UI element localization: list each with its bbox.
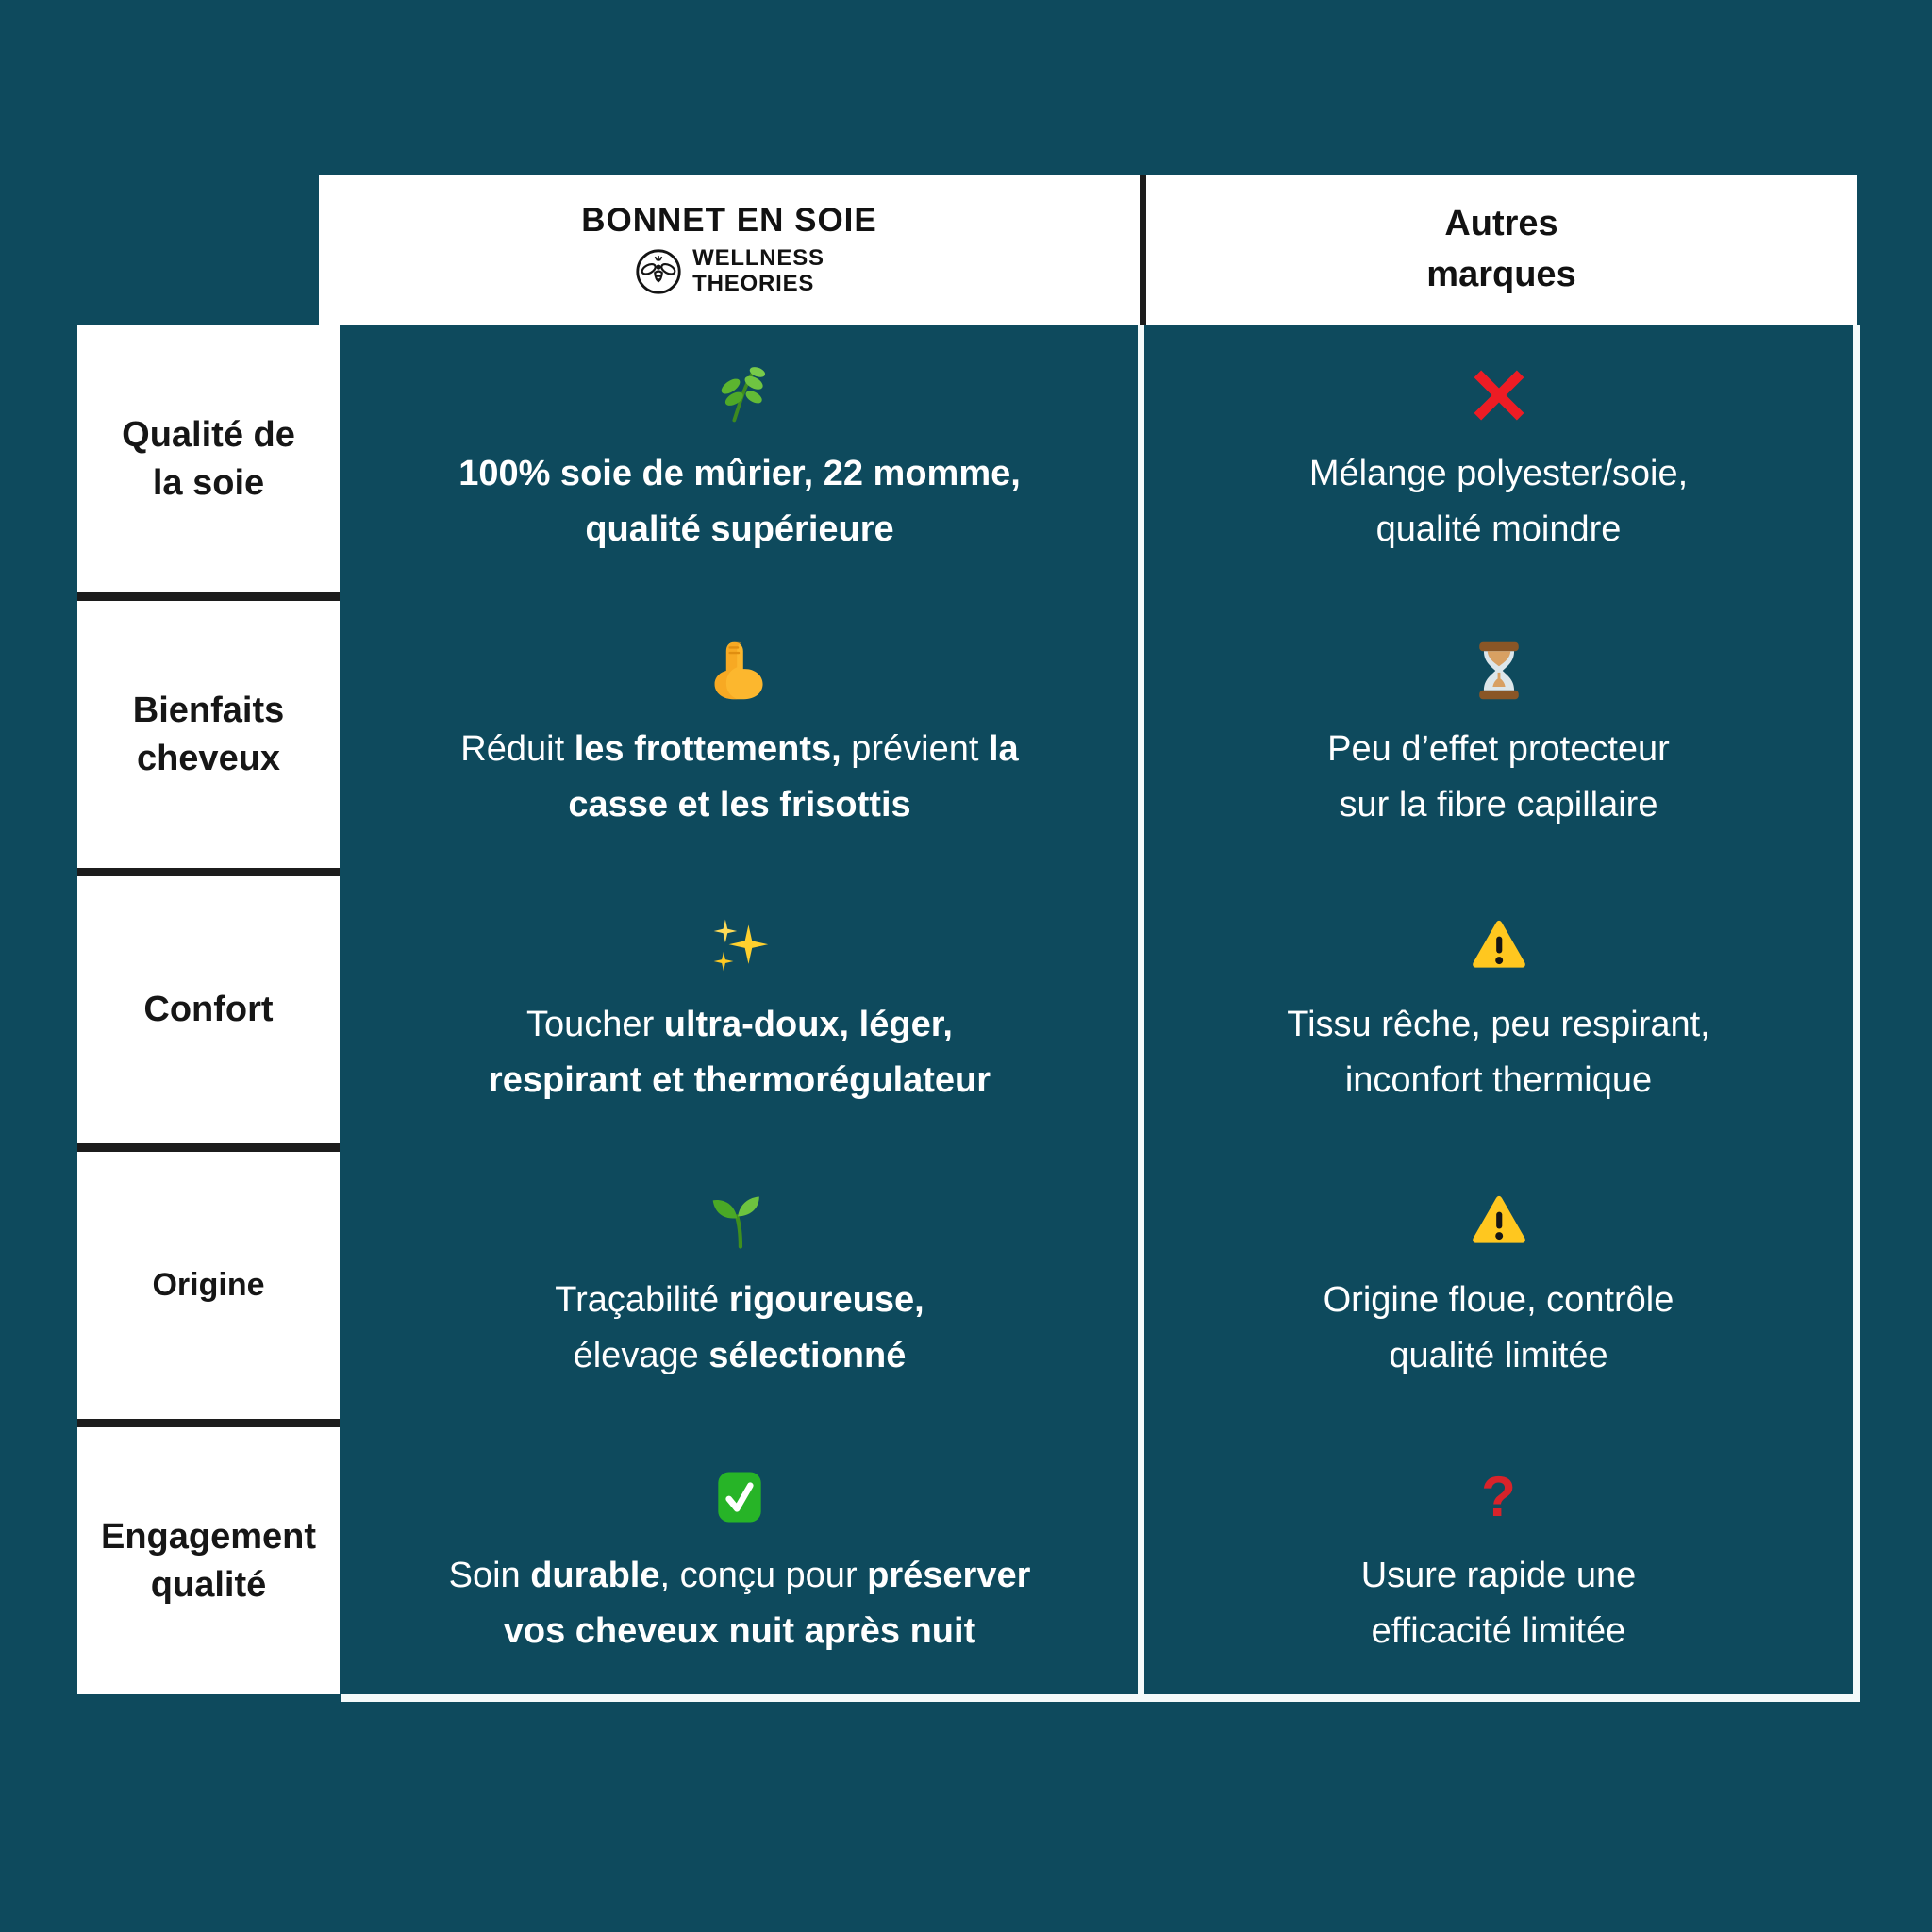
row-label-line: qualité — [150, 1564, 267, 1605]
cell-text: Mélange polyester/soie,qualité moindre — [1308, 453, 1689, 549]
cell-text: 100% soie de mûrier, 22 momme,qualité su… — [458, 453, 1021, 549]
cross-mark-icon — [1467, 361, 1531, 429]
row-label-line: Confort — [143, 990, 274, 1030]
brand-line1: WELLNESS — [692, 245, 824, 272]
header-product-column: BONNET EN SOIE WELLNESS THEORIES — [319, 175, 1140, 325]
row-label-engagement-qualite: Engagement qualité — [77, 1427, 340, 1694]
warning-icon — [1467, 1188, 1531, 1256]
seedling-icon — [708, 1188, 772, 1256]
question-mark-icon: ? — [1481, 1464, 1516, 1528]
product-column: 100% soie de mûrier, 22 momme,qualité su… — [341, 325, 1138, 1694]
table-bottom-border — [341, 1694, 1860, 1702]
product-column-title: BONNET EN SOIE — [581, 202, 877, 240]
row-label-origine: Origine — [77, 1152, 340, 1419]
flexed-biceps-icon — [708, 637, 772, 705]
sparkles-icon — [708, 912, 772, 980]
warning-icon — [1467, 912, 1531, 980]
row-label-bienfaits-cheveux: Bienfaits cheveux — [77, 601, 340, 868]
header-others-column: Autres marques — [1146, 175, 1857, 325]
brand-line2: THEORIES — [692, 271, 815, 296]
others-cell-confort: Tissu rêche, peu respirant,inconfort the… — [1144, 876, 1853, 1143]
cell-text: Traçabilité rigoureuse,élevage sélection… — [555, 1279, 924, 1375]
row-label-line: Origine — [152, 1267, 265, 1304]
hourglass-icon — [1467, 637, 1531, 705]
row-label-line: la soie — [152, 462, 265, 503]
row-label-line: cheveux — [136, 738, 281, 778]
herb-icon — [708, 361, 772, 429]
row-label-qualite-soie: Qualité de la soie — [77, 325, 340, 592]
others-column-title-line1: Autres — [1444, 203, 1558, 243]
bee-logo-icon — [634, 247, 683, 296]
product-cell-qualite-soie: 100% soie de mûrier, 22 momme,qualité su… — [341, 325, 1138, 592]
column-divider-line — [1138, 325, 1144, 1702]
row-label-confort: Confort — [77, 876, 340, 1143]
check-mark-icon — [708, 1463, 772, 1531]
others-cell-qualite-soie: Mélange polyester/soie,qualité moindre — [1144, 325, 1853, 592]
brand-name: WELLNESS THEORIES — [692, 245, 824, 297]
row-label-line: Qualité de — [122, 415, 295, 456]
row-label-line: Engagement — [100, 1517, 317, 1557]
table-right-border — [1853, 325, 1860, 1702]
product-cell-confort: Toucher ultra-doux, léger,respirant et t… — [341, 876, 1138, 1143]
cell-text: Tissu rêche, peu respirant,inconfort the… — [1287, 1004, 1710, 1100]
others-column-title-line2: marques — [1426, 254, 1576, 294]
header-divider-line — [1140, 175, 1146, 325]
product-cell-origine: Traçabilité rigoureuse,élevage sélection… — [341, 1152, 1138, 1419]
brand-logo-row: WELLNESS THEORIES — [634, 245, 824, 297]
cell-text: Toucher ultra-doux, léger,respirant et t… — [488, 1004, 991, 1100]
row-label-line: Bienfaits — [132, 691, 285, 731]
